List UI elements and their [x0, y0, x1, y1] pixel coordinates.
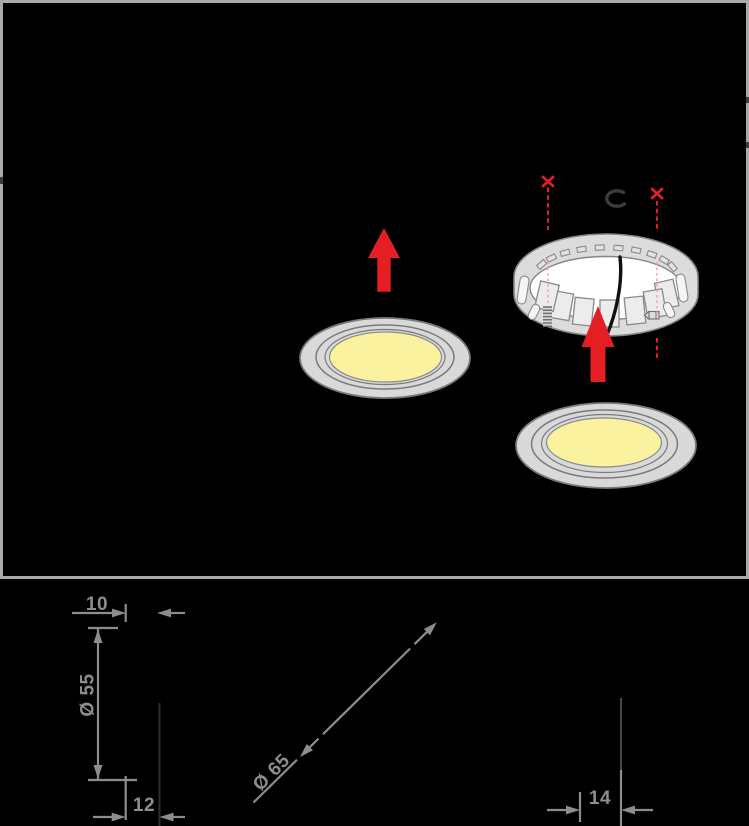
ring-notches	[535, 244, 679, 273]
recessed-light-bottom	[515, 402, 697, 489]
light-lens	[328, 331, 443, 383]
dimension-label-offset-bottom: 12	[133, 795, 155, 816]
bezel-ring	[540, 413, 669, 474]
frame-notch	[746, 142, 749, 148]
ring-screw-left	[543, 306, 552, 327]
bezel-ring	[324, 328, 446, 386]
dimension-arrowheads	[93, 608, 635, 822]
rotate-icon	[605, 189, 627, 208]
light-lens	[545, 417, 663, 468]
mounting-ring	[513, 233, 699, 338]
no-screw-cross-icon-left	[541, 175, 555, 188]
ring-screw-right	[643, 310, 660, 321]
lamp-up-arrow-icon	[368, 228, 400, 292]
frame-notch	[746, 97, 749, 103]
dimension-offset-bottom	[93, 776, 185, 820]
frame-notch	[0, 177, 3, 184]
ring-up-arrow-icon	[581, 306, 615, 382]
ring-fins	[533, 278, 680, 328]
no-screw-cross-icon-right	[650, 187, 664, 200]
ring-split-line	[604, 255, 623, 338]
dimension-label-cutout-diameter: Ø 55	[78, 673, 99, 716]
dimension-cutout-diameter	[88, 626, 137, 782]
dimension-fixture-diameter	[252, 630, 429, 804]
panel-frame	[0, 0, 749, 579]
dimension-label-mounting-depth: 14	[589, 788, 611, 809]
bezel-ring	[315, 324, 455, 390]
dimension-label-offset-top: 10	[86, 594, 108, 615]
bezel-ring	[530, 409, 679, 479]
ring-slots	[516, 273, 689, 321]
dimension-label-fixture-diameter: Ø 65	[249, 750, 294, 795]
dimension-mounting-depth	[547, 698, 653, 826]
recessed-light-top	[299, 317, 471, 399]
